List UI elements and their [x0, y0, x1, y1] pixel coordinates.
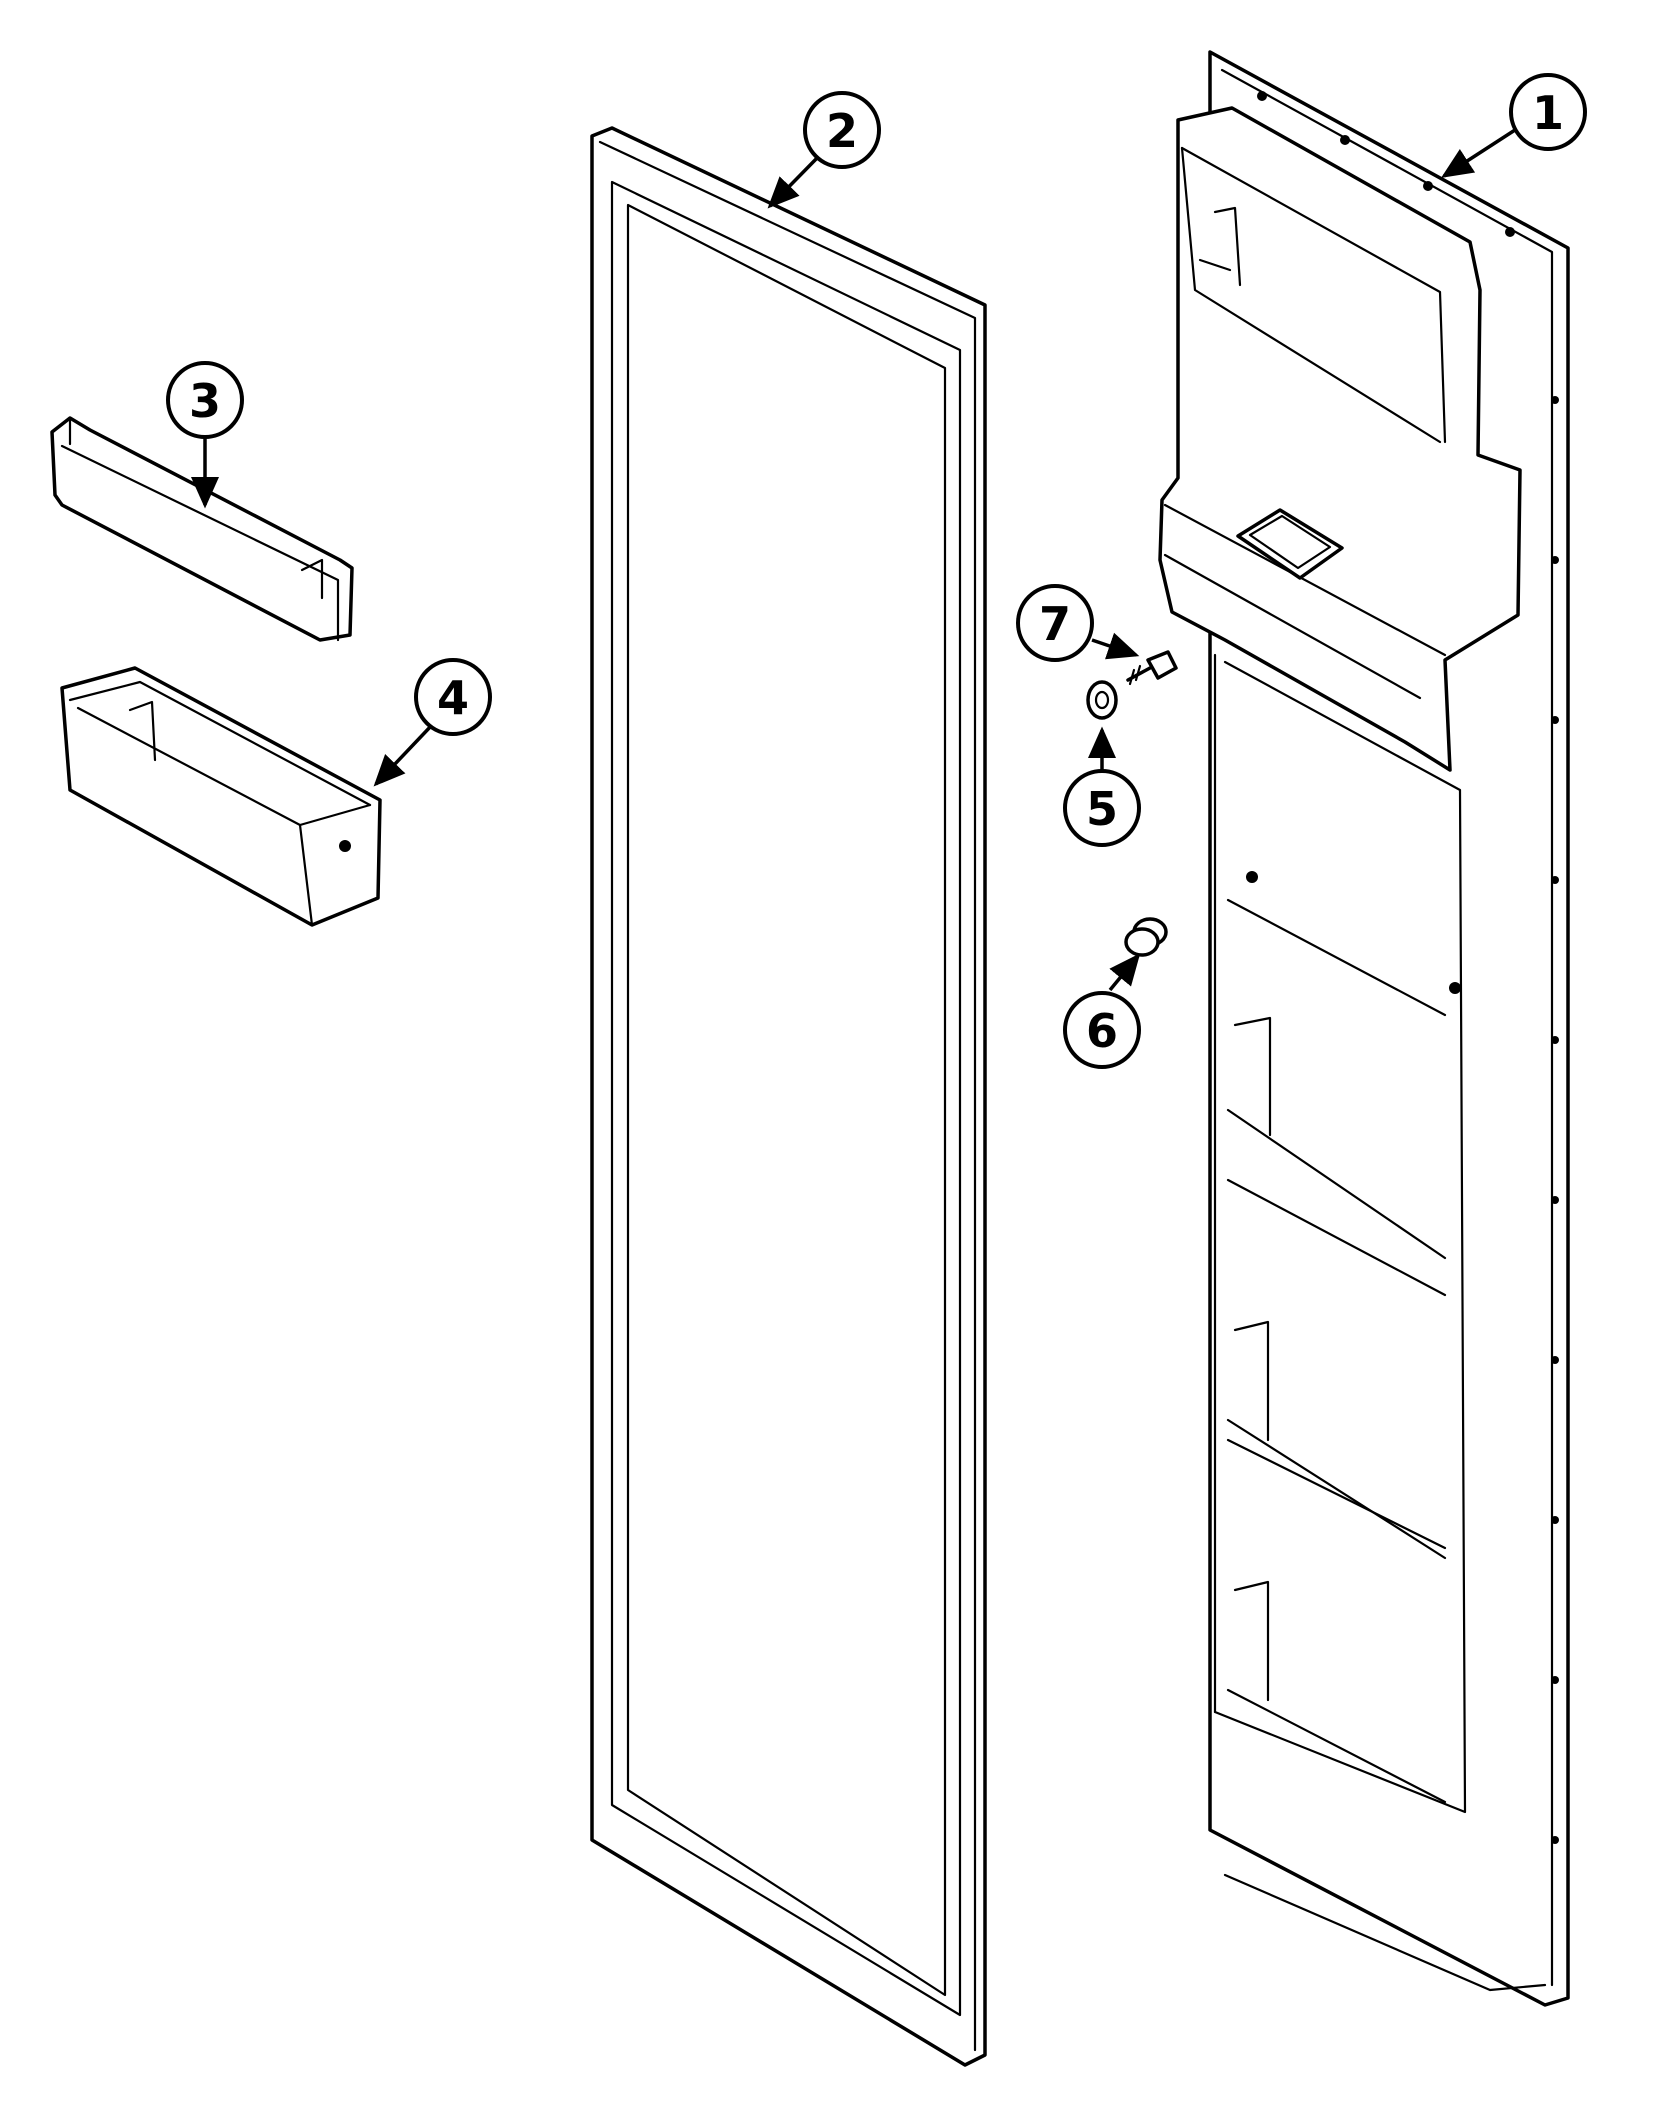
door-bin [60, 666, 382, 927]
callout-1-label: 1 [1532, 86, 1564, 140]
door-gasket [590, 126, 987, 2067]
callout-6-label: 6 [1086, 1004, 1118, 1058]
callout-3: 3 [166, 361, 244, 509]
callout-1: 1 [1441, 73, 1587, 178]
callout-7: 7 [1016, 584, 1140, 662]
callout-5-label: 5 [1086, 782, 1118, 836]
screw [1126, 650, 1178, 686]
washer [1086, 680, 1118, 720]
callout-4: 4 [373, 658, 492, 787]
callout-2-label: 2 [826, 104, 858, 158]
door-liner [1158, 50, 1570, 2007]
callout-7-label: 7 [1039, 597, 1071, 651]
callout-2: 2 [767, 91, 881, 209]
plug-button [1124, 917, 1168, 957]
callout-4-label: 4 [437, 671, 469, 725]
callout-3-label: 3 [189, 374, 221, 428]
door-shelf-bar [50, 416, 354, 642]
callout-6: 6 [1063, 953, 1141, 1069]
callout-5: 5 [1063, 726, 1141, 847]
